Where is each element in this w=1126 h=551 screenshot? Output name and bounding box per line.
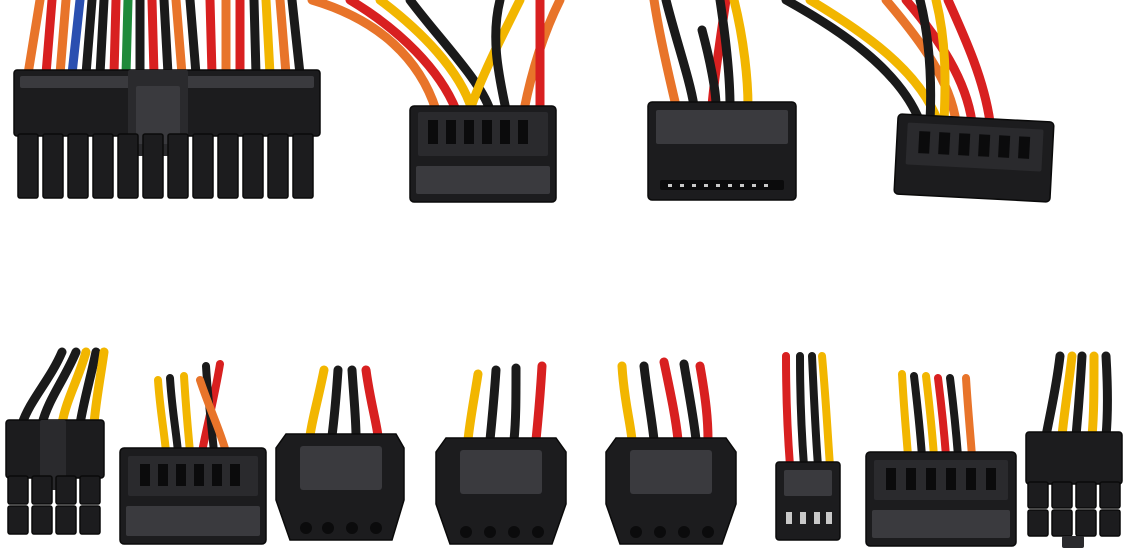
sata-connector-top-2: [647, 0, 797, 201]
floppy-connector: [775, 352, 841, 541]
pcie-pin-housings: [1027, 481, 1121, 537]
atx-24pin-connector: [13, 0, 321, 199]
sata-slots: [918, 131, 1031, 159]
pcie-8pin-connector: [1025, 351, 1123, 548]
molex-connector-3: [605, 357, 737, 545]
atx-pin-housings: [17, 133, 314, 199]
floppy-pins: [786, 512, 832, 524]
molex-sockets: [460, 526, 544, 538]
eps-8pin-connector: [5, 347, 109, 535]
atx-wires: [23, 0, 305, 79]
molex-connector-1: [275, 365, 405, 541]
eps-pin-housings: [7, 475, 101, 535]
sata-connector-bottom-1: [119, 360, 267, 545]
molex-sockets: [300, 522, 382, 534]
sata-connector-top-1: [307, 0, 565, 203]
sata-contacts: [668, 184, 768, 187]
sata-connector-top-3: [781, 0, 1055, 203]
molex-sockets: [630, 526, 714, 538]
molex-connector-2: [435, 361, 567, 545]
sata-slots: [140, 464, 240, 486]
sata-connector-bottom-2: [865, 370, 1017, 547]
sata-slots: [428, 120, 528, 144]
sata-slots: [886, 468, 996, 490]
